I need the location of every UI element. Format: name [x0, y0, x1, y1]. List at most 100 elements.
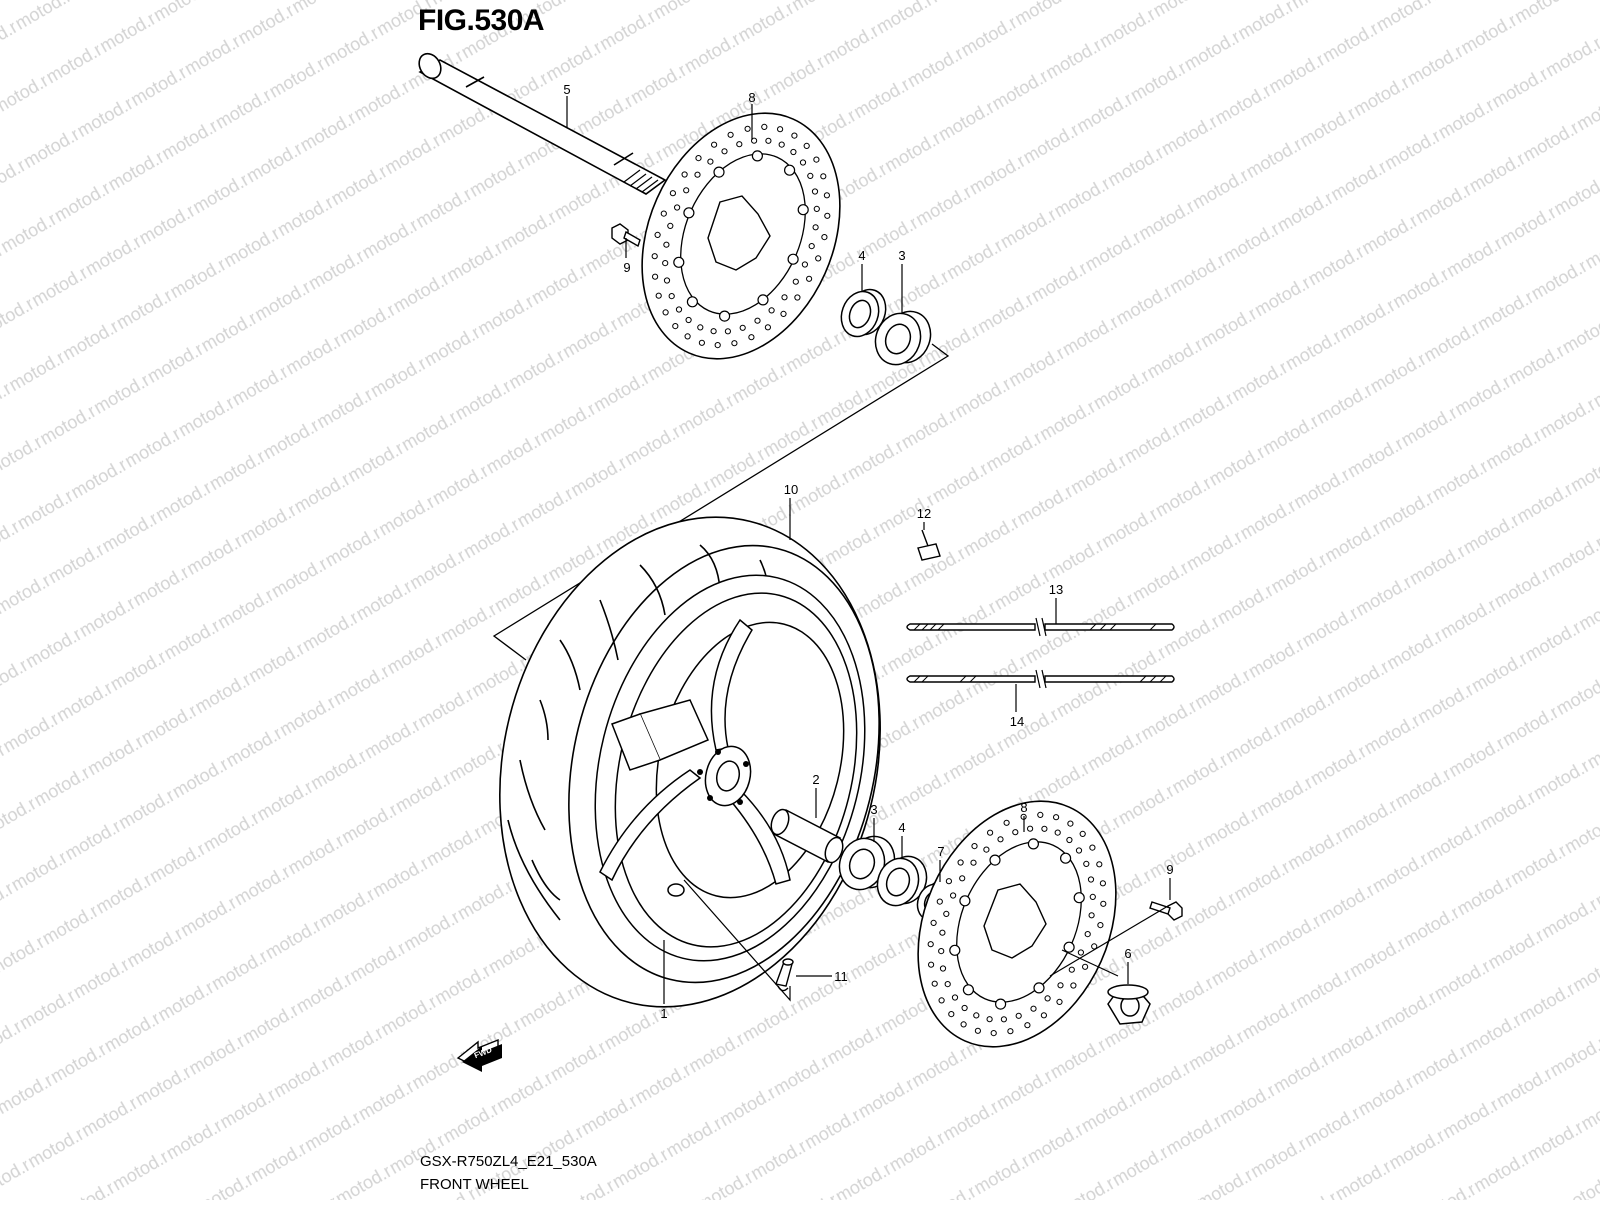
- rim-stripe-tape-13: [906, 623, 1175, 631]
- brake-disc-bolt-upper: [611, 223, 641, 248]
- callout-4-lower: 4: [898, 820, 905, 835]
- disc-vent-hole: [698, 339, 706, 346]
- disc-vent-hole: [1027, 825, 1034, 832]
- valve-guide-line: [683, 879, 791, 1002]
- disc-vent-hole: [1087, 876, 1095, 883]
- disc-vent-hole: [1079, 830, 1086, 838]
- disc-vent-hole: [667, 222, 674, 229]
- forward-arrow-icon: FWD: [456, 1038, 502, 1072]
- disc-vent-hole: [939, 965, 947, 972]
- disc-vent-hole: [764, 324, 772, 331]
- disc-vent-hole: [928, 961, 935, 968]
- callout-8-lower: 8: [1020, 800, 1027, 815]
- brake-disc-bolt-lower: [1149, 901, 1183, 921]
- disc-vent-hole: [654, 231, 661, 238]
- assembly-guide-line: [492, 343, 950, 661]
- disc-vent-hole: [794, 294, 801, 301]
- callout-5: 5: [563, 82, 570, 97]
- disc-rivet: [959, 895, 971, 907]
- disc-vent-hole: [1097, 922, 1104, 929]
- disc-vent-hole: [792, 278, 799, 285]
- callout-12: 12: [917, 506, 931, 521]
- disc-vent-hole: [961, 1004, 968, 1012]
- disc-vent-hole: [812, 224, 819, 231]
- disc-vent-hole: [1040, 1012, 1048, 1019]
- disc-vent-hole: [1054, 829, 1061, 836]
- disc-vent-hole: [943, 910, 950, 918]
- disc-vent-hole: [1089, 844, 1096, 851]
- disc-vent-hole: [781, 294, 788, 301]
- disc-vent-hole: [970, 859, 977, 866]
- disc-rivet: [1033, 982, 1045, 994]
- disc-rivet: [1073, 892, 1085, 904]
- brake-disc-lower: [917, 800, 1117, 1048]
- disc-vent-hole: [927, 941, 934, 948]
- disc-vent-hole: [1096, 861, 1103, 868]
- disc-vent-hole: [944, 981, 951, 988]
- disc-vent-hole: [974, 1027, 982, 1034]
- disc-vent-hole: [936, 898, 943, 905]
- disc-vent-hole: [778, 141, 785, 148]
- disc-vent-hole: [668, 293, 675, 300]
- disc-vent-hole: [662, 260, 669, 267]
- oil-seal-upper: [840, 288, 887, 338]
- disc-vent-hole: [780, 310, 787, 317]
- disc-vent-hole: [808, 243, 815, 250]
- disc-vent-hole: [731, 340, 738, 347]
- disc-vent-hole: [694, 171, 701, 178]
- disc-vent-hole: [960, 1021, 967, 1028]
- disc-vent-hole: [939, 929, 946, 936]
- disc-vent-hole: [683, 187, 690, 194]
- disc-rivet: [1059, 852, 1072, 864]
- disc-vent-hole: [983, 846, 990, 853]
- disc-vent-hole: [799, 159, 807, 166]
- disc-vent-hole: [695, 155, 702, 162]
- disc-rivet: [1063, 941, 1075, 953]
- disc-rivet: [1027, 838, 1040, 850]
- disc-rivet: [949, 944, 961, 956]
- disc-vent-hole: [948, 1011, 955, 1018]
- disc-vent-hole: [1057, 982, 1064, 989]
- disc-vent-hole: [675, 306, 683, 313]
- disc-rivet: [787, 253, 799, 265]
- disc-vent-hole: [1056, 998, 1063, 1006]
- disc-vent-hole: [997, 836, 1004, 843]
- disc-vent-hole: [803, 142, 810, 149]
- callout-2: 2: [812, 772, 819, 787]
- model-code: GSX-R750ZL4_E21_530A: [420, 1153, 597, 1170]
- disc-vent-hole: [736, 141, 743, 148]
- figure-title: FIG.530A: [418, 4, 545, 37]
- disc-vent-hole: [815, 255, 822, 262]
- disc-vent-hole: [724, 328, 732, 335]
- disc-vent-hole: [987, 829, 994, 836]
- callout-9-lower: 9: [1166, 862, 1173, 877]
- callout-3-lower: 3: [870, 802, 877, 817]
- disc-vent-hole: [1067, 820, 1074, 827]
- disc-vent-hole: [765, 137, 772, 144]
- disc-vent-hole: [957, 859, 964, 866]
- callout-1: 1: [660, 1006, 667, 1021]
- callout-8-upper: 8: [748, 90, 755, 105]
- disc-rivet: [757, 294, 769, 306]
- disc-rivet: [797, 204, 809, 216]
- disc-vent-hole: [959, 875, 966, 882]
- disc-rivet: [751, 150, 764, 162]
- disc-vent-hole: [714, 342, 721, 349]
- bearing-upper: [874, 310, 932, 366]
- disc-rivet: [989, 854, 1001, 866]
- front-axle: [418, 52, 667, 195]
- disc-vent-hole: [744, 125, 751, 132]
- disc-vent-hole: [1024, 1022, 1031, 1029]
- disc-vent-hole: [1084, 931, 1091, 938]
- front-wheel-rim: [594, 574, 866, 962]
- disc-vent-hole: [684, 333, 691, 340]
- tape-break-mark-13: [1035, 617, 1047, 637]
- disc-vent-hole: [951, 994, 959, 1001]
- disc-vent-hole: [807, 172, 814, 179]
- axle-nut: [1107, 984, 1151, 1025]
- disc-vent-hole: [662, 309, 669, 316]
- disc-vent-hole: [1100, 900, 1107, 907]
- balance-weight: [917, 529, 941, 561]
- disc-vent-hole: [685, 316, 692, 324]
- disc-vent-hole: [973, 1012, 980, 1019]
